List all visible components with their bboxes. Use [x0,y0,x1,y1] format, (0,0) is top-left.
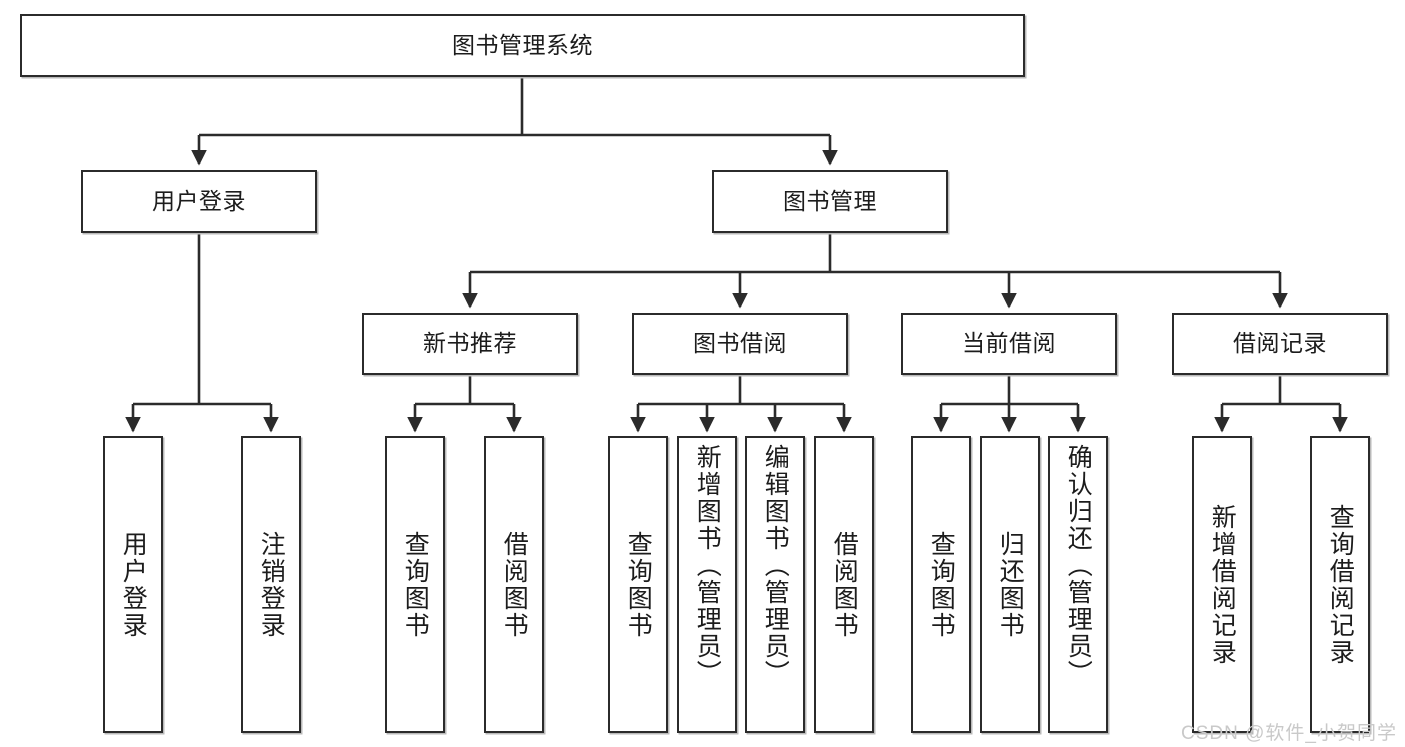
leaf-borrow-query-book[interactable]: 查询图书 [608,436,668,733]
node-label: 新增借阅记录 [1208,503,1237,666]
node-label: 新增图书（管理员） [693,444,722,687]
node-current-borrow[interactable]: 当前借阅 [901,313,1117,375]
leaf-recommend-borrow-book[interactable]: 借阅图书 [484,436,544,733]
node-borrow-record[interactable]: 借阅记录 [1172,313,1388,375]
node-label: 编辑图书（管理员） [761,444,790,687]
leaf-recommend-query-book[interactable]: 查询图书 [385,436,445,733]
node-label: 归还图书 [996,530,1025,639]
leaf-borrow-edit-book-admin[interactable]: 编辑图书（管理员） [745,436,805,733]
node-root-system[interactable]: 图书管理系统 [20,14,1025,77]
node-label: 注销登录 [257,530,286,639]
node-label: 借阅图书 [830,530,859,639]
node-user-login[interactable]: 用户登录 [81,170,317,233]
leaf-borrow-borrow-book[interactable]: 借阅图书 [814,436,874,733]
node-label: 确认归还（管理员） [1064,444,1093,687]
node-label: 查询借阅记录 [1326,503,1355,666]
node-label: 图书管理系统 [452,31,593,58]
node-label: 当前借阅 [962,330,1056,357]
node-label: 新书推荐 [423,330,517,357]
node-label: 图书借阅 [693,330,787,357]
node-book-borrow[interactable]: 图书借阅 [632,313,848,375]
leaf-current-return-book[interactable]: 归还图书 [980,436,1040,733]
leaf-current-query-book[interactable]: 查询图书 [911,436,971,733]
leaf-current-confirm-return-admin[interactable]: 确认归还（管理员） [1048,436,1108,733]
leaf-record-add-borrow-record[interactable]: 新增借阅记录 [1192,436,1252,733]
leaf-user-login[interactable]: 用户登录 [103,436,163,733]
leaf-record-query-borrow-record[interactable]: 查询借阅记录 [1310,436,1370,733]
node-label: 借阅图书 [500,530,529,639]
node-label: 用户登录 [119,530,148,639]
node-label: 图书管理 [783,187,877,214]
leaf-borrow-add-book-admin[interactable]: 新增图书（管理员） [677,436,737,733]
node-label: 查询图书 [401,530,430,639]
node-book-management[interactable]: 图书管理 [712,170,948,233]
node-label: 查询图书 [927,530,956,639]
node-label: 借阅记录 [1233,330,1327,357]
node-label: 查询图书 [624,530,653,639]
node-new-book-recommend[interactable]: 新书推荐 [362,313,578,375]
leaf-logout[interactable]: 注销登录 [241,436,301,733]
node-label: 用户登录 [152,187,246,214]
